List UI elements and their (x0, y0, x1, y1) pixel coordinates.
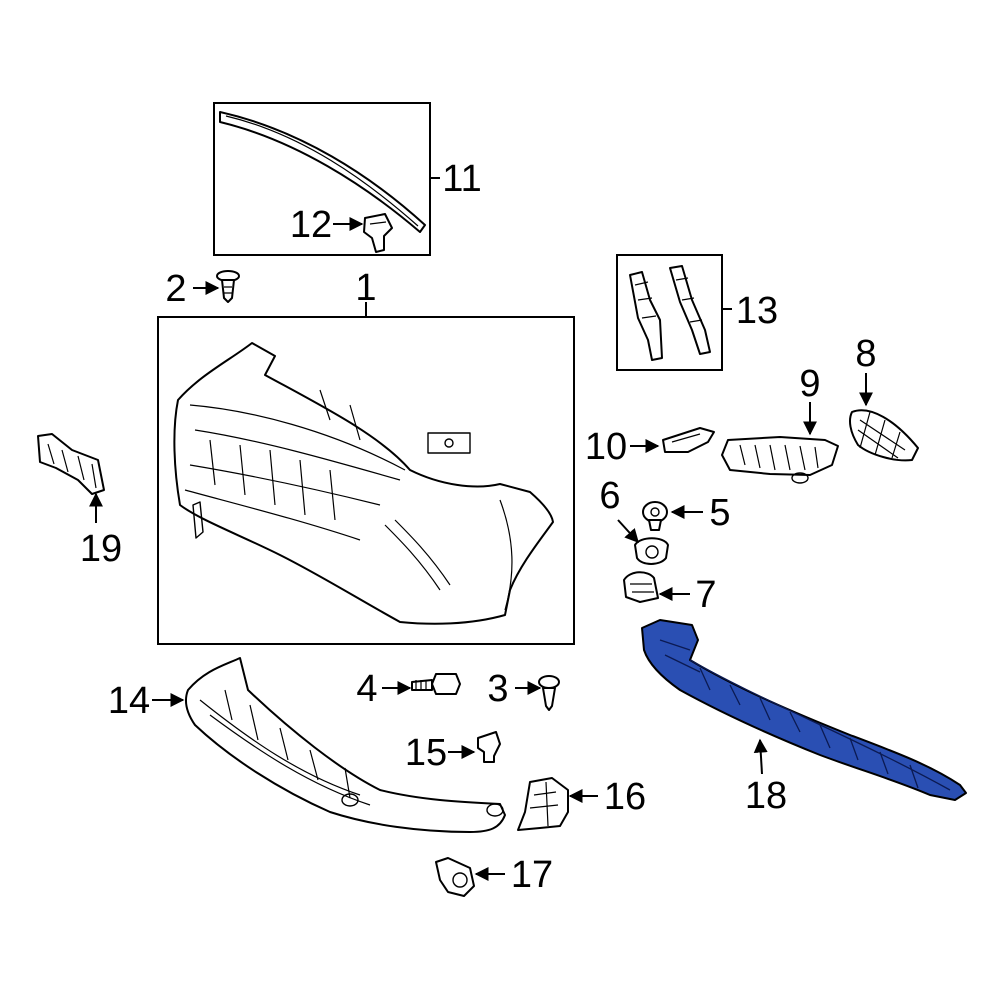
part-2-push-pin[interactable] (216, 270, 240, 303)
callout-10: 10 (585, 426, 627, 468)
part-17-fastener[interactable] (435, 857, 475, 897)
group-box-13 (616, 254, 723, 371)
part-8-reinforcement[interactable] (849, 409, 919, 462)
callout-12: 12 (290, 204, 332, 246)
callout-9: 9 (799, 363, 820, 405)
callout-11: 11 (442, 158, 481, 200)
callout-2: 2 (165, 268, 186, 310)
part-5-retainer[interactable] (642, 501, 668, 531)
callout-labels: 1 2 3 4 5 6 7 8 9 10 11 12 13 14 15 16 1… (80, 158, 877, 896)
part-11-seal-strip[interactable] (219, 111, 426, 233)
part-13-brackets[interactable] (629, 265, 711, 361)
callout-4: 4 (356, 668, 377, 710)
callout-16: 16 (604, 776, 646, 818)
callout-7: 7 (695, 574, 716, 616)
callout-3: 3 (487, 668, 508, 710)
part-10-bracket[interactable] (662, 427, 715, 453)
callout-5: 5 (709, 492, 730, 534)
part-7-clip[interactable] (623, 571, 659, 603)
callout-13: 13 (736, 290, 778, 332)
callout-15: 15 (405, 732, 447, 774)
part-18-absorber[interactable] (641, 619, 967, 801)
part-16-corner-bracket[interactable] (517, 777, 569, 831)
callout-14: 14 (108, 680, 150, 722)
part-3-clip[interactable] (538, 675, 560, 711)
part-19-bracket[interactable] (37, 433, 105, 495)
callout-1: 1 (355, 267, 376, 309)
leaders (89, 177, 873, 881)
part-1-bumper-cover[interactable] (173, 342, 554, 625)
callout-19: 19 (80, 528, 122, 570)
leader-18 (753, 738, 768, 775)
part-6-grommet[interactable] (634, 537, 669, 565)
part-12-clip[interactable] (363, 213, 393, 253)
callout-18: 18 (745, 775, 787, 817)
part-9-bracket[interactable] (721, 436, 839, 484)
leader-6 (617, 519, 639, 544)
callout-6: 6 (599, 475, 620, 517)
callout-8: 8 (855, 333, 876, 375)
part-4-bolt[interactable] (411, 673, 461, 695)
part-14-lower-spoiler[interactable] (185, 657, 506, 833)
callout-17: 17 (511, 854, 553, 896)
part-15-clip[interactable] (477, 731, 501, 763)
